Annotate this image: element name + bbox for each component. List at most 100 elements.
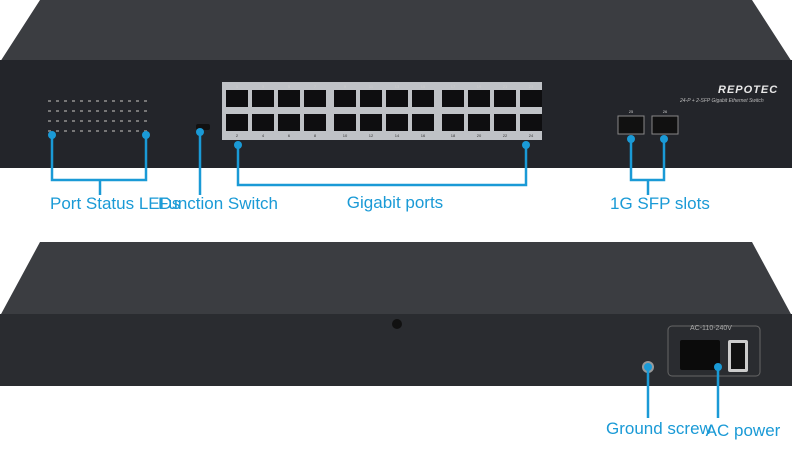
sfp-slot <box>651 115 679 135</box>
rj45-port <box>360 90 382 107</box>
led-indicator <box>48 120 51 122</box>
led-indicator <box>136 100 139 102</box>
port-number: 20 <box>477 133 482 138</box>
rj45-port <box>226 90 248 107</box>
rj45-port <box>334 90 356 107</box>
led-indicator <box>104 100 107 102</box>
port-number: 12 <box>369 133 374 138</box>
brand-logo: REPOTEC <box>718 84 779 96</box>
led-indicator <box>144 100 147 102</box>
led-indicator <box>80 110 83 112</box>
port-number: 5 <box>288 84 291 89</box>
sfp-port-number: 26 <box>663 109 668 114</box>
led-indicator <box>88 130 91 132</box>
sfp-port-number: 25 <box>629 109 634 114</box>
rj45-port <box>252 90 274 107</box>
rj45-port <box>278 90 300 107</box>
port-number: 11 <box>369 84 374 89</box>
led-indicator <box>72 110 75 112</box>
port-number: 9 <box>344 84 347 89</box>
led-indicator <box>64 130 67 132</box>
led-indicator <box>96 100 99 102</box>
led-indicator <box>72 120 75 122</box>
front-top-surface <box>0 0 792 62</box>
port-number: 22 <box>503 133 508 138</box>
port-number: 8 <box>314 133 317 138</box>
port-number: 13 <box>395 84 400 89</box>
led-indicator <box>120 100 123 102</box>
port-number: 6 <box>288 133 291 138</box>
led-indicator <box>48 110 51 112</box>
led-indicator <box>144 110 147 112</box>
port-number: 15 <box>421 84 426 89</box>
port-number: 4 <box>262 133 265 138</box>
led-indicator <box>48 130 51 132</box>
led-indicator <box>56 130 59 132</box>
rj45-port <box>278 114 300 131</box>
port-number: 21 <box>503 84 508 89</box>
port-number: 7 <box>314 84 317 89</box>
led-indicator <box>136 110 139 112</box>
led-indicator <box>88 100 91 102</box>
led-indicator <box>144 130 147 132</box>
port-number: 1 <box>236 84 239 89</box>
rj45-port <box>360 114 382 131</box>
rj45-port <box>386 114 408 131</box>
rj45-port <box>304 114 326 131</box>
callout-gigabit-ports: Gigabit ports <box>346 193 444 212</box>
led-indicator <box>104 110 107 112</box>
port-number: 19 <box>477 84 482 89</box>
rj45-port <box>412 90 434 107</box>
rj45-port <box>334 114 356 131</box>
rj45-port <box>412 114 434 131</box>
sfp-slot <box>617 115 645 135</box>
led-indicator <box>72 130 75 132</box>
led-indicator <box>128 130 131 132</box>
port-number: 23 <box>529 84 534 89</box>
callout-dots <box>48 128 722 371</box>
led-indicator <box>104 120 107 122</box>
port-number: 3 <box>262 84 265 89</box>
led-indicator <box>88 110 91 112</box>
led-indicator <box>120 120 123 122</box>
led-indicator <box>136 120 139 122</box>
led-indicator <box>64 120 67 122</box>
callout-sfp-slots: 1G SFP slots <box>610 194 710 213</box>
port-number: 18 <box>451 133 456 138</box>
led-indicator <box>128 120 131 122</box>
screw-icon <box>392 319 402 329</box>
led-indicator <box>96 110 99 112</box>
voltage-label: AC-110-240V <box>690 325 732 332</box>
port-number: 24 <box>529 133 534 138</box>
rj45-port <box>304 90 326 107</box>
led-indicator <box>128 100 131 102</box>
led-indicator <box>136 130 139 132</box>
callout-lines <box>50 132 720 418</box>
led-indicator <box>112 100 115 102</box>
led-indicator <box>104 130 107 132</box>
led-indicator <box>80 130 83 132</box>
led-indicator <box>80 100 83 102</box>
rj45-port <box>520 90 542 107</box>
rj45-port <box>468 114 490 131</box>
rj45-port <box>494 90 516 107</box>
rj45-port <box>386 90 408 107</box>
port-number: 16 <box>421 133 426 138</box>
port-number: 2 <box>236 133 239 138</box>
led-indicator <box>120 130 123 132</box>
led-indicator <box>144 120 147 122</box>
led-indicator <box>96 120 99 122</box>
callout-function-switch: Function Switch <box>158 194 278 213</box>
rj45-port <box>494 114 516 131</box>
rj45-port <box>442 90 464 107</box>
port-number: 17 <box>451 84 456 89</box>
led-indicator <box>128 110 131 112</box>
rj45-port <box>226 114 248 131</box>
callout-port-status-leds: Port Status LEDs <box>50 194 181 213</box>
led-indicator <box>96 130 99 132</box>
led-indicator <box>64 100 67 102</box>
led-indicator <box>112 120 115 122</box>
led-indicator <box>120 110 123 112</box>
power-module <box>667 325 761 377</box>
